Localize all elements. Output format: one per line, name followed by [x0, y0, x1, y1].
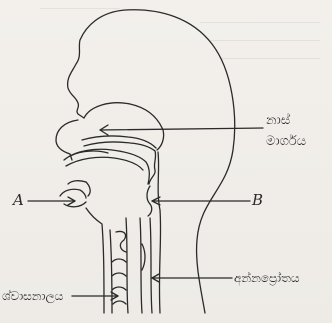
- trachea-ring: [113, 301, 126, 304]
- trachea-ring: [112, 287, 126, 290]
- esophagus-fold: [142, 244, 145, 270]
- chin-inner: [86, 182, 90, 196]
- esophagus-back-wall: [150, 218, 152, 313]
- tongue-fold: [70, 151, 108, 156]
- esophagus-label: අන්නප්‍රෝතය: [234, 272, 300, 284]
- mouth-opening: [60, 189, 86, 198]
- trachea-ring: [112, 259, 126, 262]
- trachea-label: ශ්වාසනාලය: [2, 290, 63, 302]
- tongue-inner: [66, 157, 143, 170]
- point-b-label: B: [252, 193, 263, 208]
- lower-lip-upper: [68, 181, 86, 184]
- larynx-folds: [116, 231, 126, 252]
- esophagus-front-wall: [140, 218, 142, 313]
- soft-palate-uvula: [149, 151, 156, 184]
- nasal-passage-label-line1: නාස්: [266, 114, 290, 127]
- chin-neck-outline: [86, 208, 104, 313]
- lower-lip: [64, 202, 86, 207]
- trachea-ring: [112, 273, 126, 276]
- epiglottis: [147, 186, 152, 216]
- tongue-outline: [64, 149, 149, 184]
- pharynx-back-wall: [158, 152, 161, 313]
- nasal-passage-label-line2: මාර්ගය: [266, 135, 306, 148]
- trachea-back-wall: [126, 218, 128, 313]
- nasal-passage-arrow: [100, 128, 263, 130]
- point-a-label: A: [13, 193, 24, 208]
